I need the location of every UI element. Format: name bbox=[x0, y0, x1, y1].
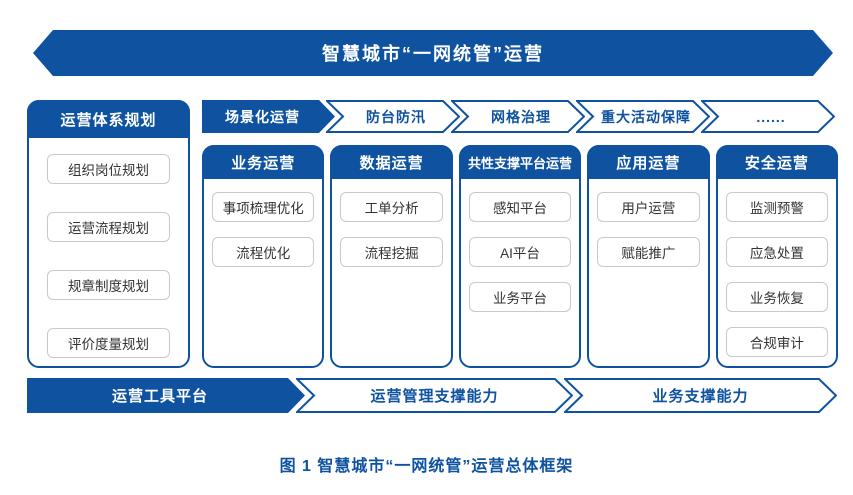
column-item-box: 应急处置 bbox=[725, 237, 829, 267]
scenario-chevron-label: 重大活动保障 bbox=[601, 108, 691, 125]
scenario-arrow-row: 场景化运营 防台防汛 网格治理 重大活动保障 ...... bbox=[202, 100, 835, 133]
planning-item-box: 评价度量规划 bbox=[47, 328, 170, 358]
column-body: 监测预警 应急处置 业务恢复 合规审计 bbox=[718, 179, 836, 357]
column-item-box: 赋能推广 bbox=[597, 237, 700, 267]
management-support-chevron: 运营管理支撑能力 bbox=[296, 378, 573, 413]
column-item-box: 监测预警 bbox=[725, 192, 829, 222]
operation-tool-platform-arrow: 运营工具平台 bbox=[27, 378, 305, 413]
scenario-chevron-label: 防台防汛 bbox=[366, 108, 426, 125]
scenario-operation-arrow: 场景化运营 bbox=[202, 100, 335, 133]
column-card-application-operation: 应用运营 用户运营 赋能推广 bbox=[587, 145, 710, 368]
column-item-box: 事项梳理优化 bbox=[212, 192, 315, 222]
scenario-chevron-label: 网格治理 bbox=[491, 108, 551, 125]
scenario-chevron-more: ...... bbox=[701, 100, 835, 133]
solid-arrow-shape bbox=[202, 100, 335, 133]
chevron-shape bbox=[451, 100, 585, 133]
column-card-business-operation: 业务运营 事项梳理优化 流程优化 bbox=[202, 145, 325, 368]
column-item-box: 感知平台 bbox=[468, 192, 572, 222]
column-card-platform-operation: 共性支撑平台运营 感知平台 AI平台 业务平台 bbox=[458, 145, 582, 368]
column-item-box: 业务平台 bbox=[468, 282, 572, 312]
banner-hexagon-shape bbox=[33, 30, 833, 76]
scenario-chevron-flood: 防台防汛 bbox=[326, 100, 460, 133]
operation-columns-row: 业务运营 事项梳理优化 流程优化 数据运营 工单分析 流程挖掘 共性支撑平台运营 bbox=[202, 145, 839, 368]
planning-item-box: 组织岗位规划 bbox=[47, 154, 170, 184]
column-card-data-operation: 数据运营 工单分析 流程挖掘 bbox=[330, 145, 453, 368]
column-item-box: 工单分析 bbox=[340, 192, 443, 222]
column-item-box: 流程挖掘 bbox=[340, 237, 443, 267]
column-header: 应用运营 bbox=[587, 145, 710, 179]
management-support-label: 运营管理支撑能力 bbox=[370, 388, 499, 405]
operation-tool-platform-label: 运营工具平台 bbox=[111, 388, 208, 405]
scenario-chevron-major-event: 重大活动保障 bbox=[576, 100, 710, 133]
banner-title: 智慧城市“一网统管”运营 bbox=[322, 44, 544, 64]
column-item-box: 业务恢复 bbox=[725, 282, 829, 312]
chevron-shape bbox=[296, 378, 573, 413]
column-body: 感知平台 AI平台 业务平台 bbox=[461, 179, 579, 312]
column-body: 事项梳理优化 流程优化 bbox=[204, 179, 322, 267]
chevron-shape bbox=[576, 100, 710, 133]
planning-item-box: 规章制度规划 bbox=[47, 270, 170, 300]
planning-card: 运营体系规划 组织岗位规划 运营流程规划 规章制度规划 评价度量规划 bbox=[27, 100, 190, 368]
solid-arrow-shape bbox=[27, 378, 305, 413]
scenario-operation-label: 场景化运营 bbox=[225, 108, 300, 125]
planning-card-header: 运营体系规划 bbox=[27, 100, 190, 138]
chevron-shape bbox=[326, 100, 460, 133]
title-banner: 智慧城市“一网统管”运营 bbox=[33, 30, 833, 76]
planning-item-box: 运营流程规划 bbox=[47, 212, 170, 242]
planning-card-body: 组织岗位规划 运营流程规划 规章制度规划 评价度量规划 bbox=[29, 138, 188, 358]
column-header: 数据运营 bbox=[330, 145, 453, 179]
column-body: 工单分析 流程挖掘 bbox=[332, 179, 450, 267]
business-support-chevron: 业务支撑能力 bbox=[564, 378, 837, 413]
chevron-shape bbox=[564, 378, 837, 413]
column-header: 共性支撑平台运营 bbox=[458, 145, 582, 179]
business-support-label: 业务支撑能力 bbox=[652, 388, 749, 405]
figure-caption: 图 1 智慧城市“一网统管”运营总体框架 bbox=[279, 458, 574, 475]
scenario-chevron-grid: 网格治理 bbox=[451, 100, 585, 133]
column-item-box: 流程优化 bbox=[212, 237, 315, 267]
scenario-chevron-label: ...... bbox=[756, 108, 786, 125]
column-item-box: 用户运营 bbox=[597, 192, 700, 222]
column-body: 用户运营 赋能推广 bbox=[589, 179, 707, 267]
column-item-box: 合规审计 bbox=[725, 327, 829, 357]
column-item-box: AI平台 bbox=[468, 237, 572, 267]
column-header: 业务运营 bbox=[202, 145, 325, 179]
capability-arrow-row: 运营工具平台 运营管理支撑能力 业务支撑能力 bbox=[27, 378, 837, 413]
column-card-security-operation: 安全运营 监测预警 应急处置 业务恢复 合规审计 bbox=[715, 145, 839, 368]
chevron-shape bbox=[701, 100, 835, 133]
column-header: 安全运营 bbox=[715, 145, 839, 179]
